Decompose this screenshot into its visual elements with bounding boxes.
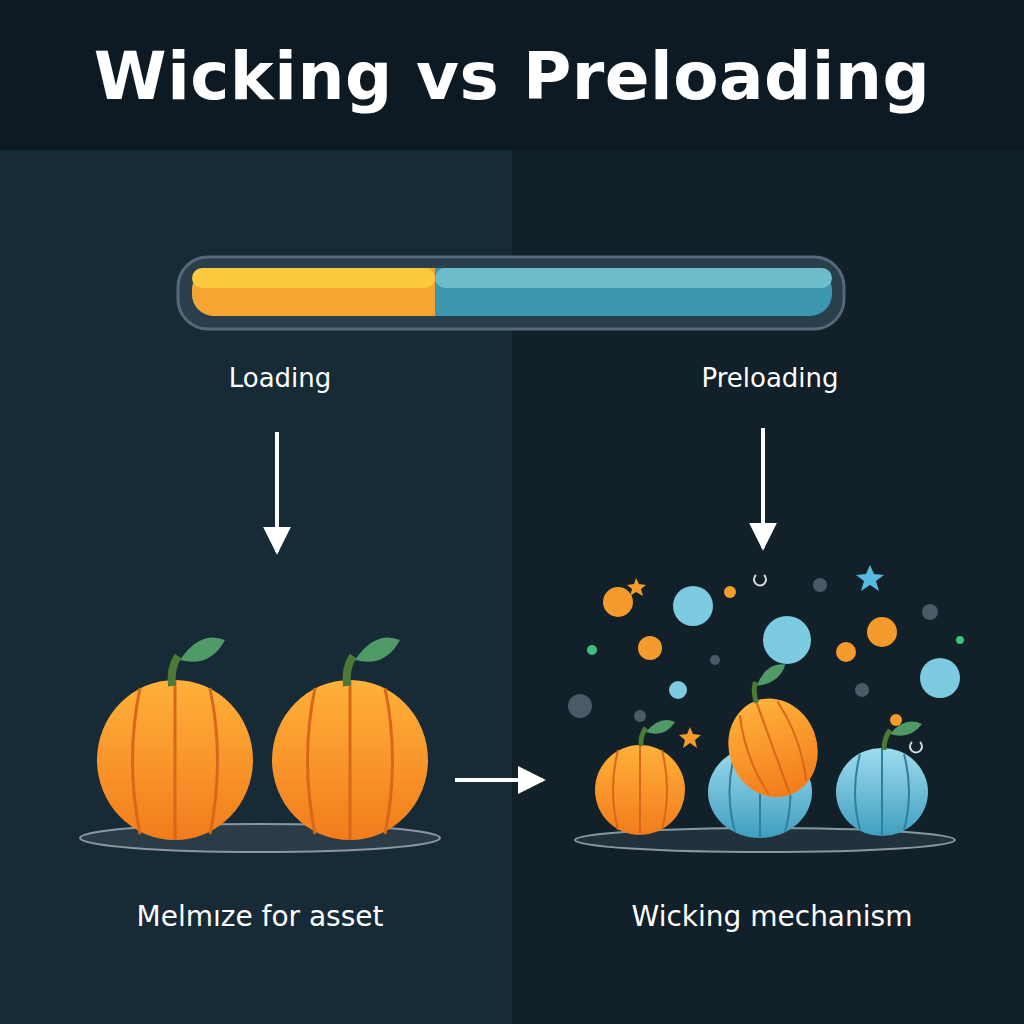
panel-caption: Wicking mechanism [632,900,913,933]
panel-caption: Melmıze for asset [137,900,384,933]
stage-label: Loading [229,363,332,393]
diagram-title: Wicking vs Preloading [94,38,930,115]
stage-label: Preloading [701,363,838,393]
